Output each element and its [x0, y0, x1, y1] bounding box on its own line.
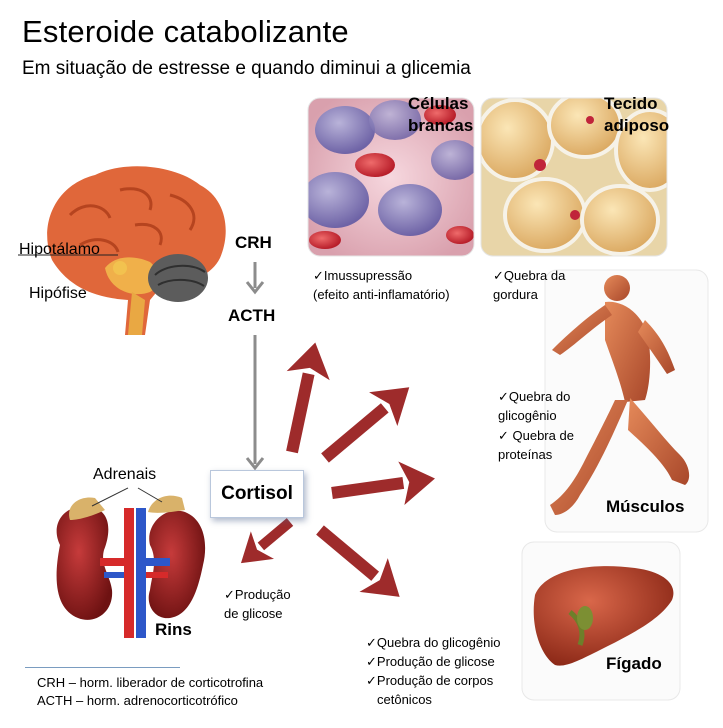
adipose-note-line1: ✓Quebra da	[493, 268, 566, 283]
liver-note-line2: ✓Produção de glicose	[366, 654, 495, 669]
adipose-tissue-image	[481, 98, 667, 256]
kidneys-note-line2: de glicose	[224, 606, 283, 621]
white-cells-image	[308, 98, 474, 256]
crh-to-acth-arrow	[245, 262, 265, 295]
legend-acth: ACTH – horm. adrenocorticotrófico	[37, 693, 238, 708]
adrenals-label: Adrenais	[93, 466, 157, 483]
muscles-note-line2: glicogênio	[498, 408, 557, 423]
arrow-to-adipose	[321, 387, 410, 463]
muscles-note-line4: proteínas	[498, 447, 553, 462]
arrow-to-kidneys	[240, 518, 294, 564]
white-cells-label-line2: brancas	[408, 116, 474, 135]
cortisol-box: Cortisol	[210, 470, 304, 518]
liver-note-line4: cetônicos	[377, 692, 432, 707]
arrow-to-white-cells	[286, 342, 330, 454]
adipose-label-line1: Tecido	[604, 94, 658, 113]
white-cells-note-line2: (efeito anti-inflamatório)	[313, 287, 450, 302]
arrow-to-muscles	[331, 461, 435, 506]
liver-illustration	[533, 566, 674, 666]
kidneys-note-line1: ✓Produção	[224, 587, 291, 602]
adipose-label-line2: adiposo	[604, 116, 670, 135]
legend-divider	[25, 667, 180, 668]
pituitary-label: Hipófise	[29, 285, 87, 302]
crh-label: CRH	[235, 233, 272, 252]
muscles-note-line3: ✓ Quebra de	[498, 428, 574, 443]
cortisol-effect-arrows	[240, 342, 435, 597]
kidneys-illustration	[56, 495, 206, 638]
muscles-label: Músculos	[606, 497, 685, 516]
runner-muscles-illustration	[550, 275, 690, 515]
arrow-to-liver	[316, 525, 400, 597]
adipose-note-line2: gordura	[493, 287, 538, 302]
legend-crh: CRH – horm. liberador de corticotrofina	[37, 675, 264, 690]
liver-note-line1: ✓Quebra do glicogênio	[366, 635, 501, 650]
page-title: Esteroide catabolizante	[22, 14, 349, 49]
acth-label: ACTH	[228, 306, 276, 325]
liver-label: Fígado	[606, 654, 662, 673]
brain-illustration	[47, 166, 226, 335]
liver-note-line3: ✓Produção de corpos	[366, 673, 494, 688]
hypothalamus-label: Hipotálamo	[19, 241, 100, 258]
white-cells-note-line1: ✓Imussupressão	[313, 268, 413, 283]
muscles-note-line1: ✓Quebra do	[498, 389, 571, 404]
cortisol-label: Cortisol	[221, 483, 293, 504]
page-subtitle: Em situação de estresse e quando diminui…	[22, 58, 471, 79]
acth-to-cortisol-arrow	[245, 335, 265, 471]
white-cells-label-line1: Células	[408, 94, 469, 113]
kidneys-label: Rins	[155, 620, 192, 639]
